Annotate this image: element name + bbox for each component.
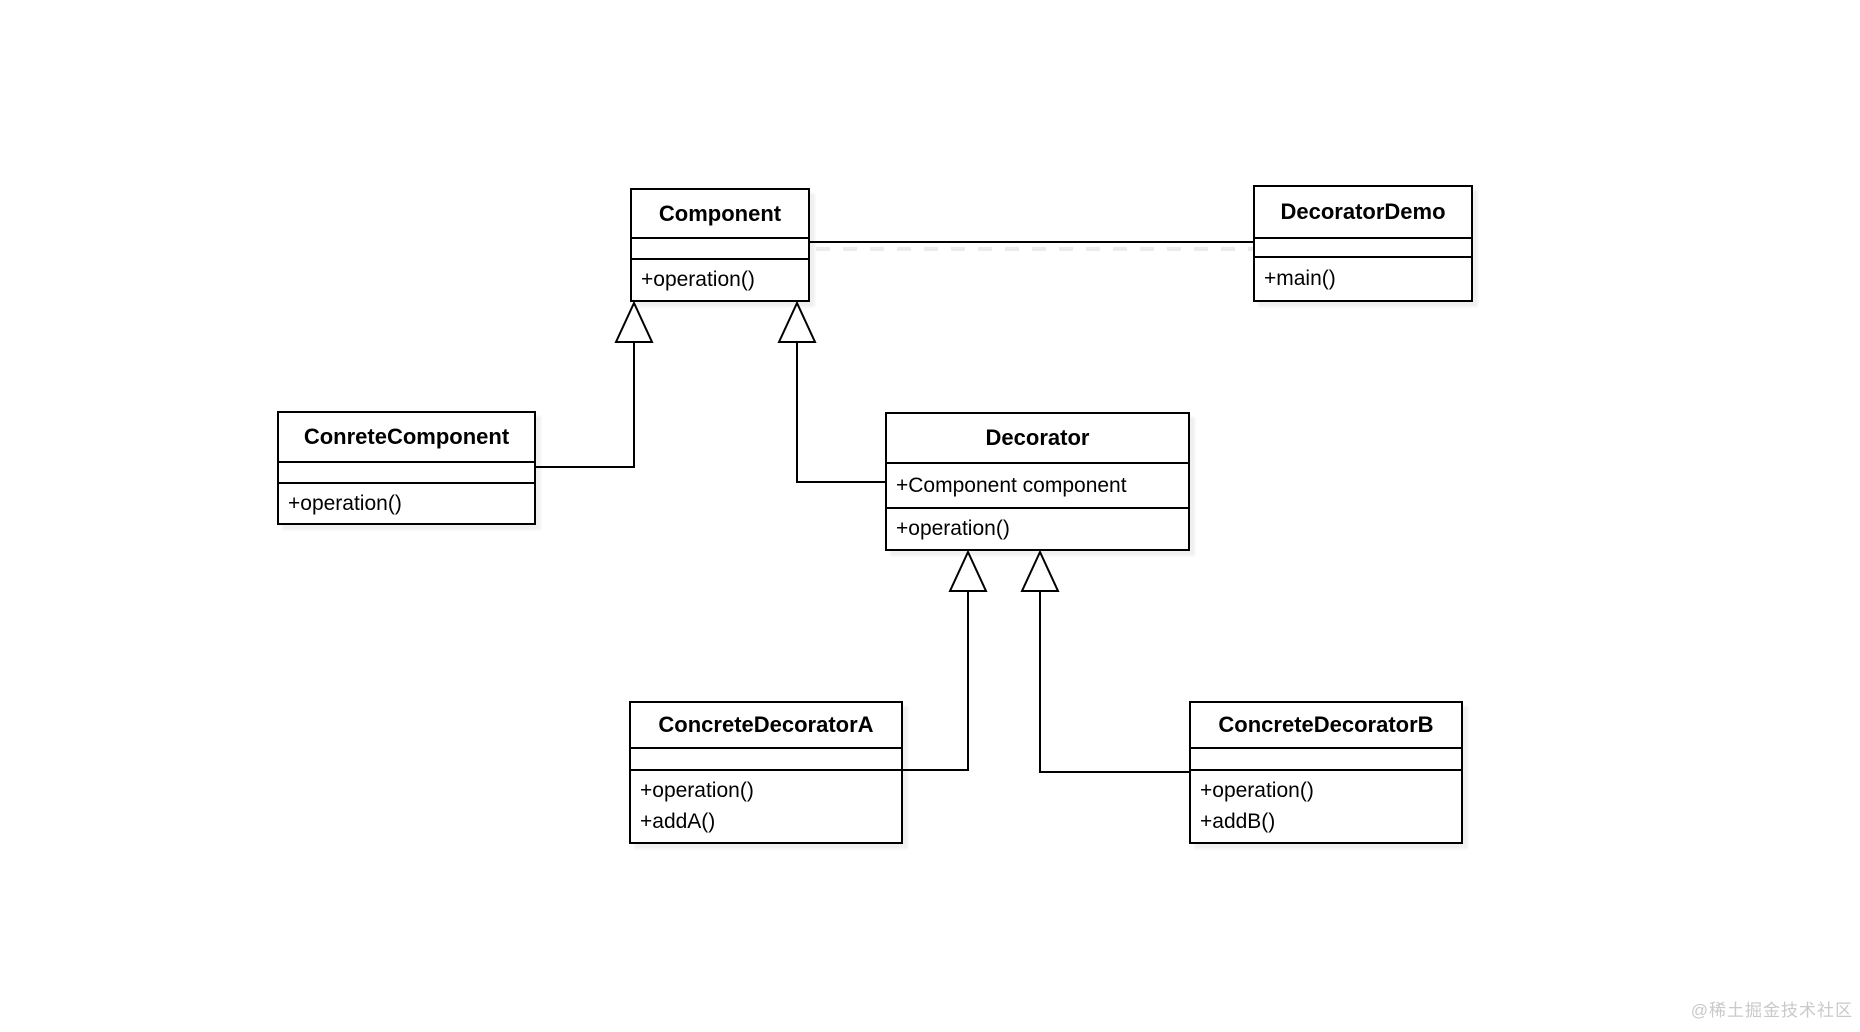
class-name: ConcreteDecoratorA [658, 712, 874, 737]
attributes-compartment [279, 461, 534, 482]
generalization-conretecomponent-to-component [536, 300, 654, 468]
class-box-component: Component +operation() [630, 188, 810, 302]
class-name: Decorator [985, 425, 1090, 450]
attributes-compartment [631, 747, 901, 769]
attributes-compartment [632, 237, 808, 258]
methods-compartment: +operation() [632, 258, 808, 300]
method-label: +operation() [640, 779, 754, 802]
class-name: ConcreteDecoratorB [1218, 712, 1434, 737]
class-box-concretedecoratorb: ConcreteDecoratorB +operation() +addB() [1189, 701, 1463, 844]
method-label: +operation() [896, 517, 1010, 540]
methods-compartment: +main() [1255, 256, 1471, 300]
association-line-component-decoratordemo [810, 241, 1253, 251]
class-name: DecoratorDemo [1280, 199, 1446, 224]
hollow-triangle-arrowhead [948, 549, 988, 592]
method-label: +main() [1264, 267, 1336, 290]
hollow-triangle-arrowhead [1020, 549, 1060, 592]
class-box-decorator: Decorator +Component component +operatio… [885, 412, 1190, 551]
method-label: +operation() [288, 491, 402, 515]
class-box-concretedecoratora: ConcreteDecoratorA +operation() +addA() [629, 701, 903, 844]
generalization-concretedecoratorb-to-decorator [1020, 549, 1189, 773]
class-name: ConreteComponent [303, 424, 510, 449]
method-label: +operation() [641, 268, 755, 291]
methods-compartment: +operation() [887, 507, 1188, 549]
method-label: +addA() [640, 810, 716, 833]
class-box-decoratordemo: DecoratorDemo +main() [1253, 185, 1473, 302]
class-name: Component [658, 200, 782, 226]
methods-compartment: +operation() +addA() [631, 769, 901, 842]
method-label: +addB() [1200, 810, 1276, 833]
generalization-decorator-to-component [777, 300, 885, 483]
generalization-concretedecoratora-to-decorator [903, 549, 988, 771]
attributes-compartment: +Component component [887, 462, 1188, 507]
attribute-label: +Component component [896, 473, 1127, 497]
attributes-compartment [1255, 237, 1471, 256]
hollow-triangle-arrowhead [777, 300, 817, 343]
hollow-triangle-arrowhead [614, 300, 654, 343]
watermark-text: @稀土掘金技术社区 [1690, 1001, 1853, 1020]
method-label: +operation() [1200, 779, 1314, 802]
methods-compartment: +operation() [279, 482, 534, 523]
class-box-conretecomponent: ConreteComponent +operation() [277, 411, 536, 525]
methods-compartment: +operation() +addB() [1191, 769, 1461, 842]
attributes-compartment [1191, 747, 1461, 769]
